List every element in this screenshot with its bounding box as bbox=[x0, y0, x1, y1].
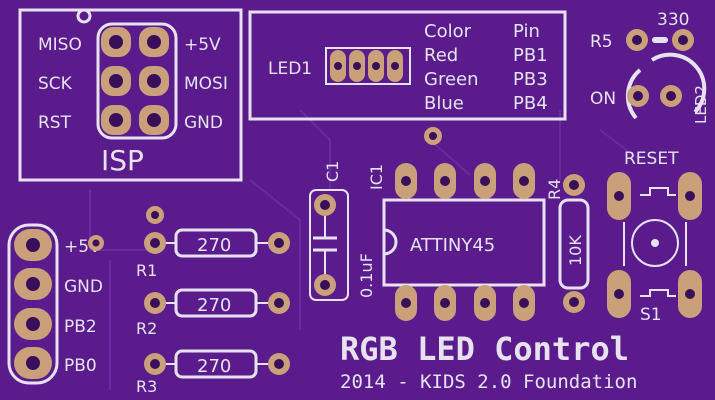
c1-name: C1 bbox=[323, 161, 342, 182]
isp-header: MISO SCK RST +5V MOSI GND ISP bbox=[18, 8, 243, 182]
isp-title: ISP bbox=[101, 144, 144, 177]
led1-section: LED1 Color Pin Red PB1 Green PB3 Blue PB… bbox=[248, 10, 567, 121]
r4-resistor: R4 10K bbox=[545, 174, 590, 313]
led1-footprint bbox=[325, 47, 411, 85]
r5-value: 330 bbox=[657, 10, 689, 30]
c1-value: 0.1uF bbox=[357, 253, 376, 298]
r1-name: R1 bbox=[136, 261, 157, 280]
r5-name: R5 bbox=[590, 32, 613, 52]
s1-name: S1 bbox=[640, 305, 662, 325]
led1-row-blue-pin: PB4 bbox=[513, 93, 548, 114]
r3-value: 270 bbox=[197, 356, 231, 377]
isp-pads bbox=[101, 27, 169, 135]
c1-outline bbox=[309, 189, 349, 301]
ic1-part: ATTINY45 bbox=[410, 235, 495, 256]
s1-reset-switch: RESET S1 bbox=[607, 149, 702, 325]
isp-label-mosi: MOSI bbox=[184, 74, 228, 94]
isp-label-gnd: GND bbox=[184, 113, 223, 133]
led1-row-red-pin: PB1 bbox=[513, 45, 548, 66]
s1-button bbox=[631, 219, 679, 267]
resistor-r2: 270 R2 bbox=[136, 288, 290, 338]
r1-value: 270 bbox=[197, 235, 231, 256]
r4-name: R4 bbox=[545, 179, 564, 200]
led1-outline bbox=[248, 10, 567, 121]
board-subtitle: 2014 - KIDS 2.0 Foundation bbox=[340, 371, 637, 393]
led1-row-red-color: Red bbox=[424, 45, 458, 66]
led1-header-color: Color bbox=[424, 21, 472, 42]
r4-value: 10K bbox=[566, 235, 585, 266]
r5-led2-section: 330 R5 ON LED2 bbox=[590, 10, 710, 124]
r2-value: 270 bbox=[197, 295, 231, 316]
pin1-marker bbox=[76, 8, 92, 24]
led1-pads bbox=[330, 50, 403, 82]
power-header: +5V GND PB2 PB0 bbox=[7, 223, 104, 385]
ic1-name: IC1 bbox=[367, 164, 386, 190]
ic1-pads bbox=[395, 163, 535, 321]
resistor-r1: 270 R1 bbox=[136, 228, 290, 280]
led1-row-blue-color: Blue bbox=[424, 93, 464, 114]
header-label-gnd: GND bbox=[64, 277, 103, 297]
led1-row-green-pin: PB3 bbox=[513, 69, 548, 90]
isp-label-sck: SCK bbox=[38, 74, 73, 94]
r4-body bbox=[558, 198, 590, 290]
header-label-pb0: PB0 bbox=[64, 356, 97, 376]
isp-label-miso: MISO bbox=[38, 35, 82, 55]
resistor-r3: 270 R3 bbox=[136, 349, 290, 396]
c1-capacitor: C1 0.1uF bbox=[309, 161, 376, 301]
r3-name: R3 bbox=[136, 377, 157, 396]
r5-body bbox=[652, 37, 668, 43]
board-title: RGB LED Control bbox=[340, 330, 629, 368]
led1-name: LED1 bbox=[268, 59, 312, 79]
isp-label-5v: +5V bbox=[184, 35, 221, 55]
ic1-attiny45: IC1 ATTINY45 bbox=[367, 163, 546, 321]
header-label-pb2: PB2 bbox=[64, 317, 97, 337]
isp-outline bbox=[18, 8, 243, 182]
led2-name: LED2 bbox=[692, 85, 710, 124]
led1-header-pin: Pin bbox=[513, 21, 540, 42]
r2-name: R2 bbox=[136, 319, 157, 338]
ic1-notch bbox=[383, 228, 398, 256]
isp-connector-outline bbox=[96, 22, 178, 140]
ic1-outline bbox=[382, 198, 546, 287]
power-header-outline bbox=[7, 223, 59, 385]
led2-on-label: ON bbox=[590, 89, 616, 109]
s1-label: RESET bbox=[624, 149, 679, 169]
led1-row-green-color: Green bbox=[424, 69, 479, 90]
isp-label-rst: RST bbox=[38, 113, 72, 133]
